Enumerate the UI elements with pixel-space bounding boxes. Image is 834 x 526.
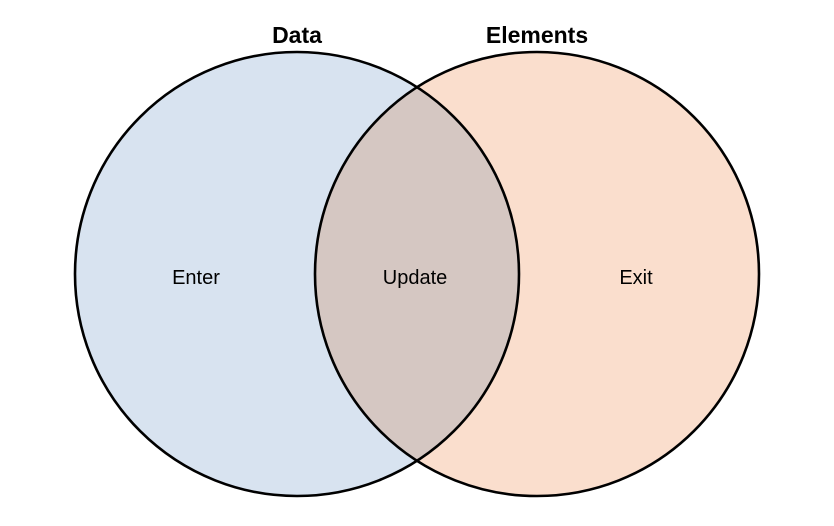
data-circle-outline bbox=[73, 50, 521, 498]
update-label: Update bbox=[383, 267, 448, 289]
enter-label: Enter bbox=[172, 267, 220, 289]
elements-circle-outline bbox=[313, 50, 761, 498]
elements-title: Elements bbox=[486, 22, 588, 48]
intersection-region bbox=[314, 87, 520, 461]
exit-label: Exit bbox=[619, 267, 653, 289]
data-title: Data bbox=[272, 22, 322, 48]
